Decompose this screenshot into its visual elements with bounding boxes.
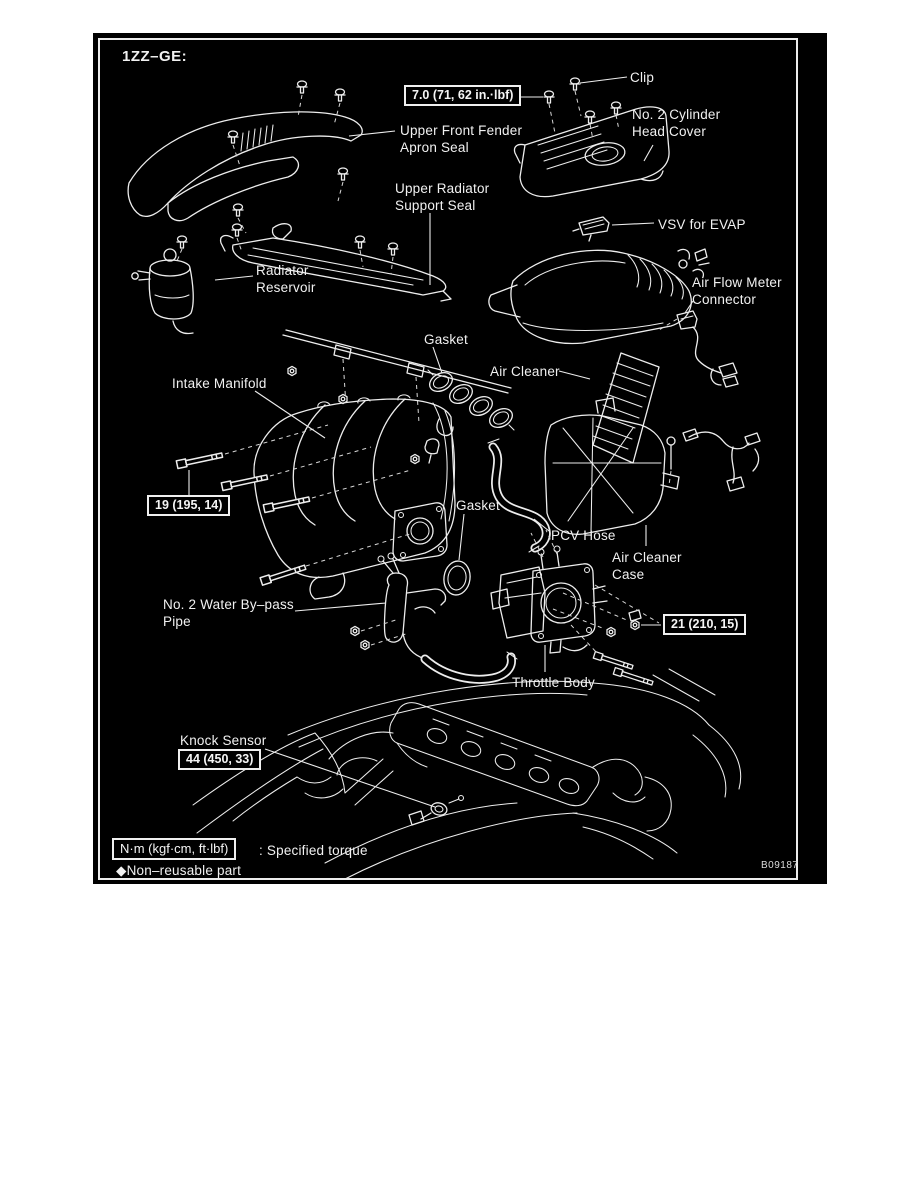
engine-code: 1ZZ–GE: [122, 48, 188, 65]
label-no2-water-bypass-pipe: No. 2 Water By–pass Pipe [163, 597, 294, 629]
label-air-flow-meter-connector: Air Flow Meter Connector [692, 275, 782, 307]
diagram-border [98, 38, 798, 880]
label-gasket-intake: Gasket [424, 332, 468, 347]
label-pcv-hose: PCV Hose [551, 528, 616, 543]
label-knock-sensor: Knock Sensor [180, 733, 267, 748]
label-radiator-reservoir: Radiator Reservoir [256, 263, 316, 295]
throttle-fasteners-drawing [552, 584, 661, 688]
exploded-diagram [127, 76, 761, 880]
legend-non-reusable: ◆Non–reusable part [116, 863, 242, 878]
label-gasket-throttle: Gasket [456, 498, 500, 513]
torque-intake-manifold: 19 (195, 14) [147, 495, 231, 516]
legend-torque-format: N·m (kgf·cm, ft·lbf) [112, 838, 237, 860]
water-bypass-pipe-drawing [350, 552, 518, 684]
pcv-hose-drawing [487, 438, 551, 553]
fuel-rail-drawing [282, 329, 512, 424]
throttle-gasket-drawing [443, 560, 471, 596]
figure-code: B09187 [761, 860, 799, 871]
air-cleaner-cap-drawing [488, 248, 710, 345]
label-clip: Clip [630, 70, 655, 85]
torque-throttle-body: 21 (210, 15) [663, 614, 747, 635]
radiator-support-seal-drawing [219, 223, 452, 302]
torque-head-cover-clip: 7.0 (71, 62 in.·lbf) [404, 85, 522, 106]
vsv-evap-drawing [572, 216, 610, 242]
legend-torque-meaning: : Specified torque [259, 843, 368, 858]
label-upper-radiator-support-seal: Upper Radiator Support Seal [395, 181, 490, 213]
knock-sensor-drawing [408, 794, 465, 826]
fender-apron-seal-drawing [127, 80, 363, 240]
label-intake-manifold: Intake Manifold [172, 376, 267, 391]
torque-knock-sensor: 44 (450, 33) [178, 749, 262, 770]
air-cleaner-element-drawing [592, 352, 660, 464]
label-air-cleaner-case: Air Cleaner Case [612, 550, 682, 582]
label-upper-front-fender-apron-seal: Upper Front Fender Apron Seal [400, 123, 523, 155]
intake-manifold-drawing [175, 394, 456, 600]
throttle-body-drawing [490, 529, 608, 654]
diagram-panel: 1ZZ–GE: 7.0 (71, 62 in.·lbf) Clip No. 2 … [93, 33, 827, 884]
intake-gasket-drawing [427, 369, 515, 431]
label-throttle-body: Throttle Body [512, 675, 595, 690]
label-air-cleaner: Air Cleaner [490, 364, 560, 379]
air-flow-meter-connector-drawing [658, 310, 739, 388]
cylinder-head-cover-drawing [513, 77, 670, 198]
air-cleaner-case-drawing [544, 397, 761, 535]
label-no2-cylinder-head-cover: No. 2 Cylinder Head Cover [632, 107, 721, 139]
radiator-reservoir-drawing [131, 235, 194, 335]
label-vsv-for-evap: VSV for EVAP [658, 217, 746, 232]
